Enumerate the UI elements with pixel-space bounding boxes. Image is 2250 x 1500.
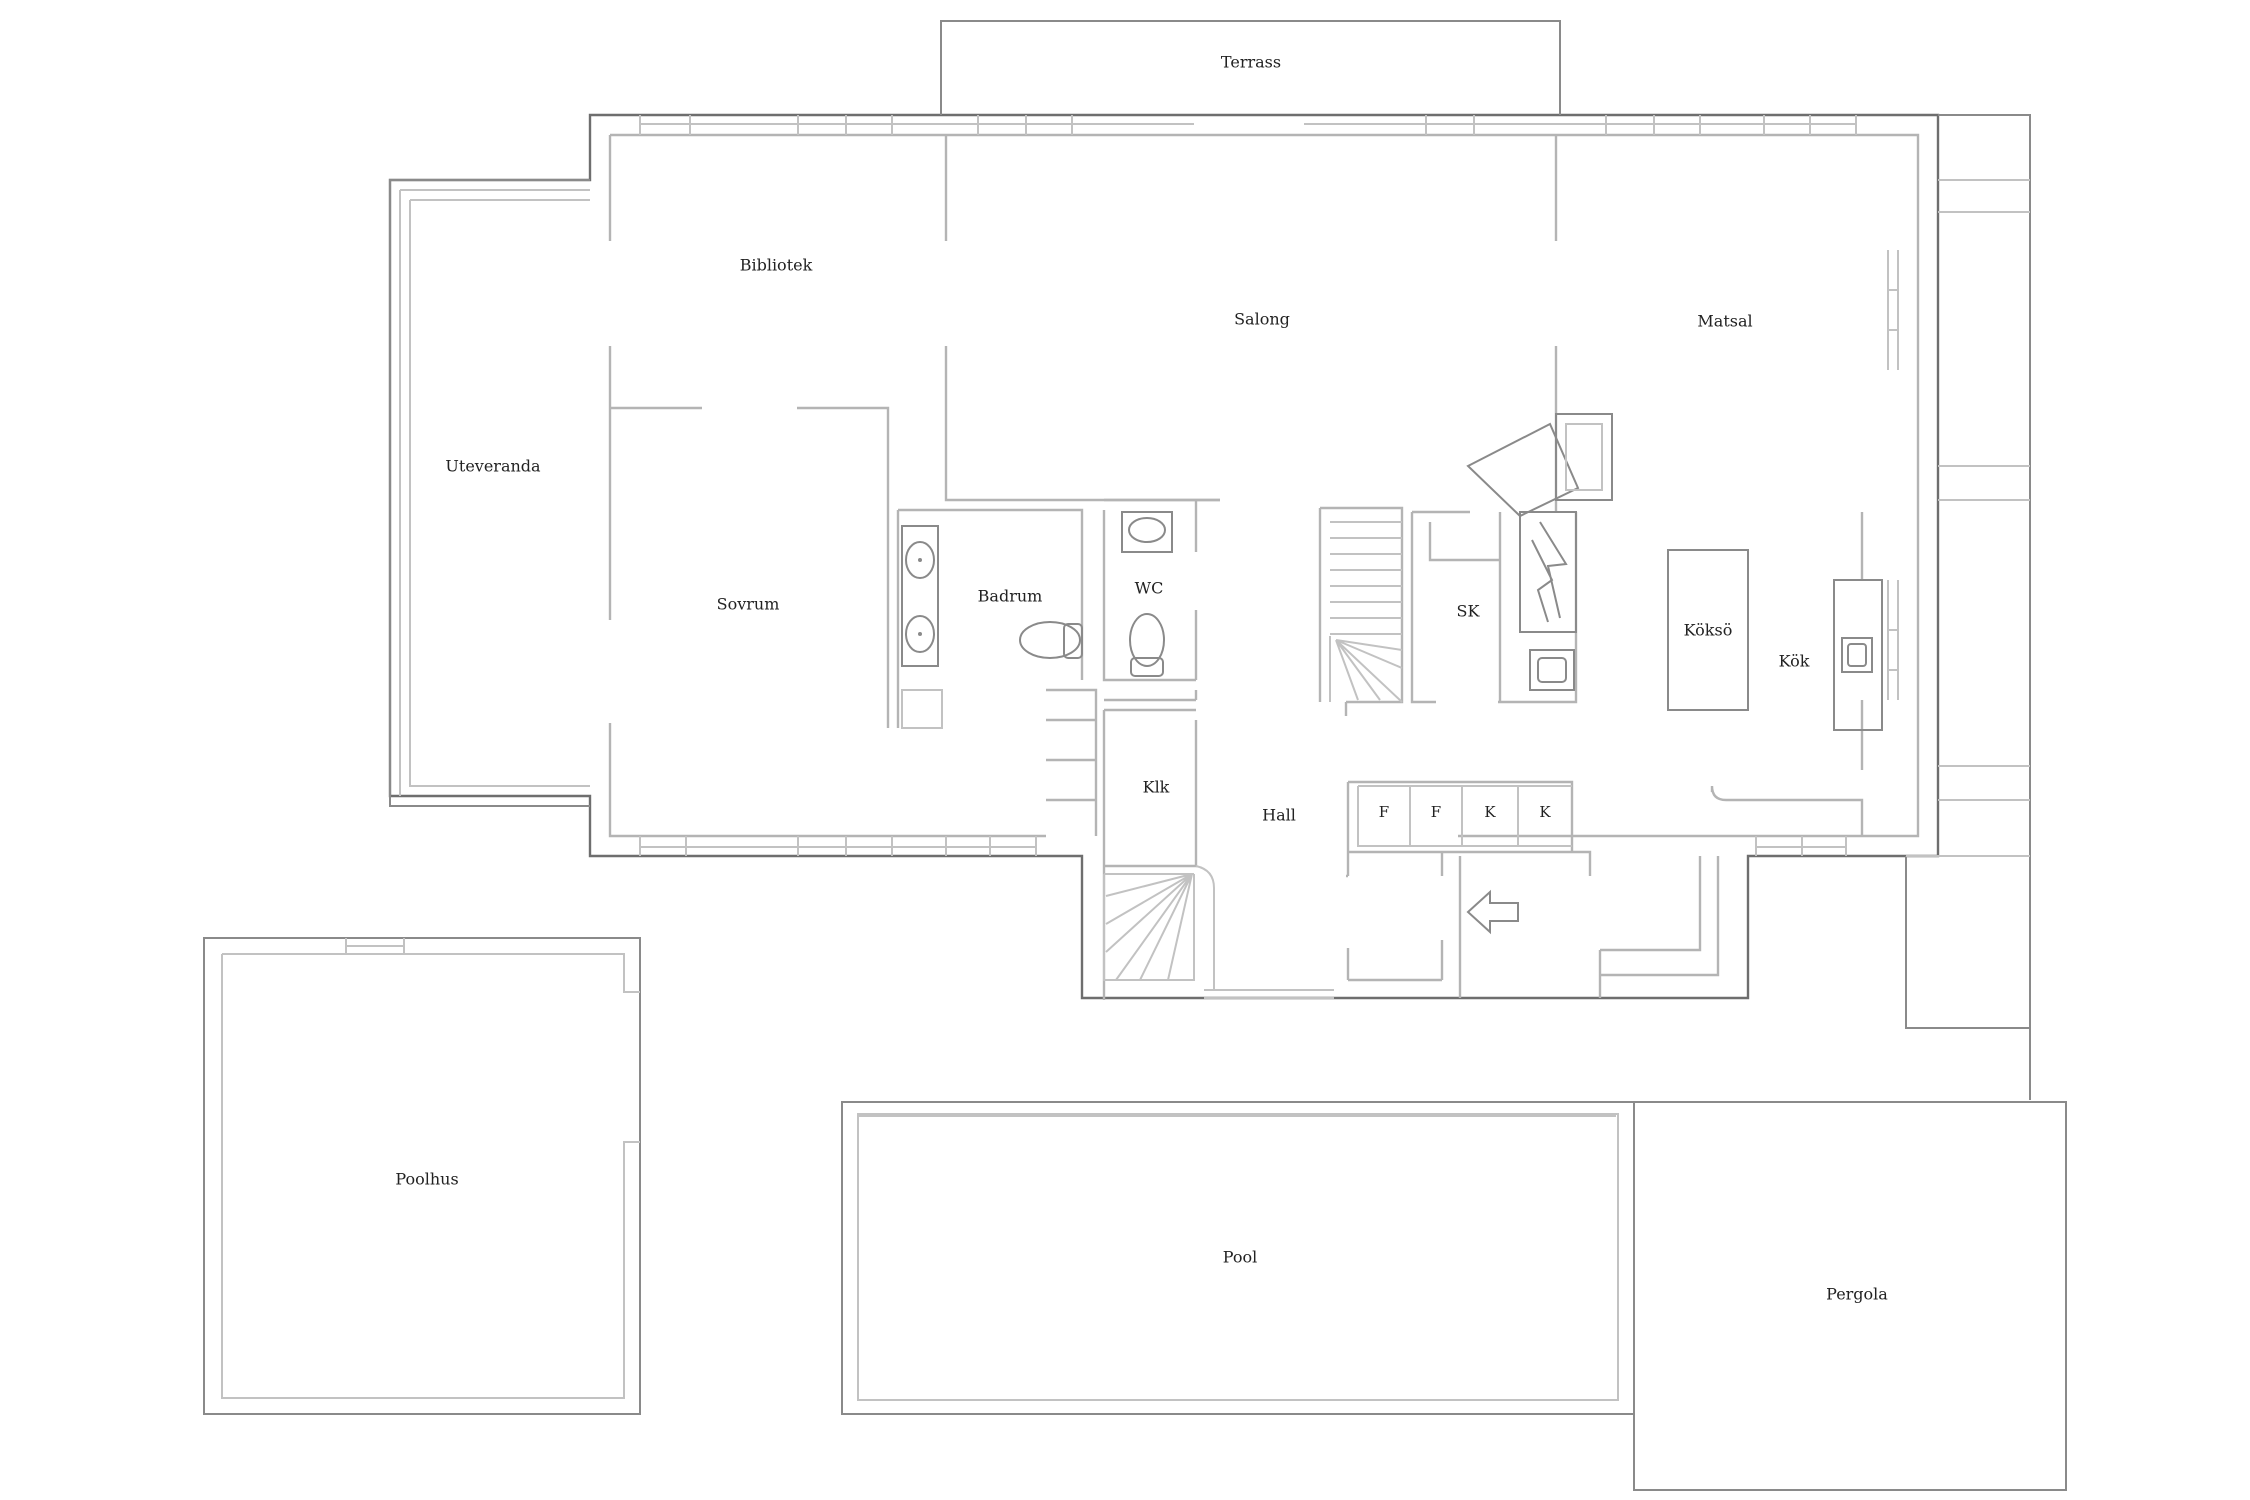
uteveranda-outline [389,179,590,807]
room-label-sk: SK [1457,602,1481,621]
room-label-pool: Pool [1223,1248,1258,1267]
room-label-uteveranda: Uteveranda [445,457,541,476]
toilet-icon [1019,621,1083,659]
interior-walls [610,135,1864,1000]
closet-label-f-1: F [1379,803,1389,821]
room-label-pergola: Pergola [1826,1285,1888,1304]
room-label-matsal: Matsal [1697,312,1752,331]
room-label-bibliotek: Bibliotek [740,256,813,275]
poolhus-outline [203,937,641,1415]
room-label-sovrum: Sovrum [717,595,780,614]
closet-label-k-1: K [1484,803,1496,821]
entrance-arrow-icon [1466,889,1519,935]
room-label-salong: Salong [1234,310,1290,329]
sink-icon [1121,511,1173,553]
sink-icon [1529,649,1575,691]
closet-row: F F K K [1357,785,1572,847]
terrass-outline [940,20,1561,115]
room-label-terrass: Terrass [1221,53,1281,72]
closet-label-f-2: F [1431,803,1441,821]
stair-icon [1329,521,1403,703]
toilet-icon [1129,613,1165,677]
window-icon [345,938,405,954]
kitchen-island [1667,549,1749,711]
room-labels: Terrass Bibliotek Salong Matsal Uteveran… [395,53,1888,1304]
room-label-kok: Kök [1779,652,1810,671]
window-icon [639,115,1857,135]
stair-icon [1103,865,1334,999]
room-label-kokso: Köksö [1684,621,1733,640]
room-label-hall: Hall [1262,806,1296,825]
room-label-poolhus: Poolhus [395,1170,458,1189]
sink-icon [901,525,943,729]
pergola-outline [1633,1101,2067,1491]
window-icon [639,836,1847,856]
window-icon [1887,250,1899,700]
deck-outline [1905,114,2031,1100]
room-label-badrum: Badrum [978,587,1043,606]
room-label-wc: WC [1135,579,1164,598]
room-label-klk: Klk [1143,778,1170,797]
appliance-icon [1466,413,1613,633]
sink-icon [1833,579,1883,731]
closet-label-k-2: K [1539,803,1551,821]
